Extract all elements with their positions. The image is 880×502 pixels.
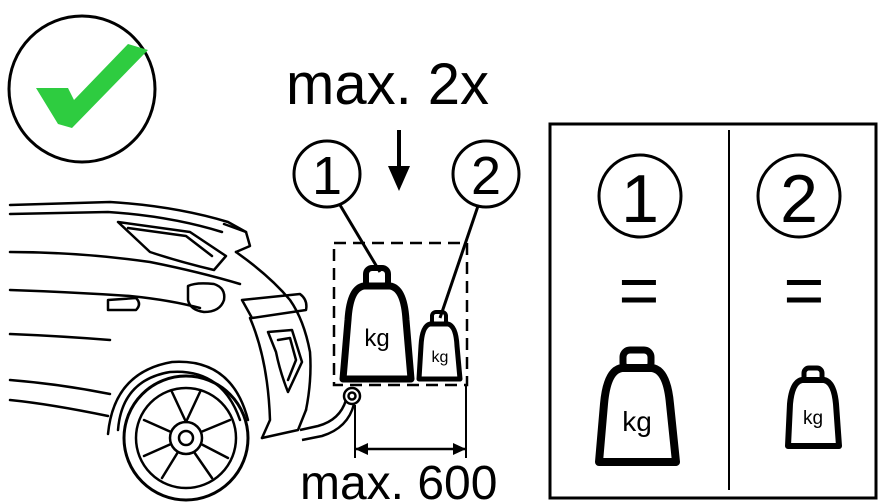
weight-icon-large: kg <box>339 265 415 383</box>
callout-1-leader <box>338 204 382 273</box>
max-distance-label: max. 600 <box>300 457 497 502</box>
distance-dimension <box>354 385 467 458</box>
callout-2: 2 <box>451 139 521 209</box>
panel-equals-1: = <box>619 251 660 329</box>
comparison-panel: 1 = kg 2 = kg <box>548 122 878 500</box>
panel-weight-small-icon: kg <box>785 365 842 449</box>
max-load-count-label: max. 2x <box>286 52 489 117</box>
panel-equals-2: = <box>784 251 825 329</box>
down-arrow-icon <box>388 130 410 191</box>
weight-small-unit: kg <box>432 349 449 366</box>
weight-icon-small: kg <box>416 310 463 382</box>
panel-weight-large-icon: kg <box>595 346 680 466</box>
checkmark-icon <box>36 44 148 128</box>
approval-check-badge <box>7 14 157 164</box>
tow-bar-icon <box>299 386 362 442</box>
panel-callout-2-number: 2 <box>780 161 818 237</box>
panel-callout-1-number: 1 <box>621 161 659 237</box>
weight-large-unit: kg <box>364 325 389 352</box>
callout-2-number: 2 <box>471 146 501 206</box>
callout-1-number: 1 <box>312 146 342 206</box>
callout-1: 1 <box>292 139 362 209</box>
car-rear-icon <box>8 200 312 502</box>
panel-weight-small-unit: kg <box>803 408 823 429</box>
load-zone-box <box>332 241 469 387</box>
callout-2-leader <box>438 205 480 319</box>
panel-weight-large-unit: kg <box>622 406 652 437</box>
